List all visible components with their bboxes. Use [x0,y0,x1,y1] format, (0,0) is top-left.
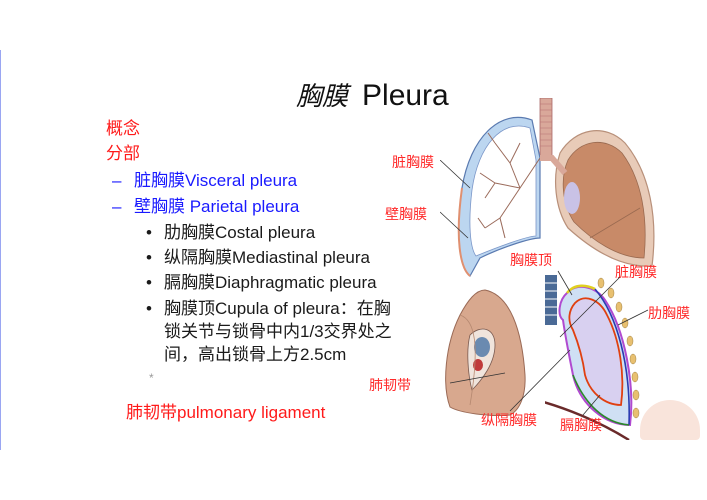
title-english: Pleura [362,79,449,112]
bullet-diaphragmatic: • 膈胸膜Diaphragmatic pleura [146,272,377,293]
label-diaphragmatic-pleura: 膈胸膜 [560,418,602,434]
bullet-costal: • 肋胸膜Costal pleura [146,222,315,243]
bullet-text: 肋胸膜Costal pleura [164,223,316,242]
bullet-cupula-line2: 锁关节与锁骨中内1/3交界处之 [164,322,392,341]
label-pulmonary-ligament: 肺韧带 [369,378,411,394]
dash-marker: – [112,197,122,216]
bullet-cupula-line3: 间，高出锁骨上方2.5cm [164,345,347,364]
label-leader-lines-bottom [449,270,649,416]
bullet-text: 膈胸膜Diaphragmatic pleura [164,273,377,292]
label-visceral-pleura-top: 脏胸膜 [392,155,434,171]
title-chinese: 胸膜 [296,82,349,112]
subsection-visceral: –脏胸膜Visceral pleura [112,170,297,191]
bullet-marker: • [146,223,152,242]
star-marker: * [149,371,154,385]
slide-title: 胸膜 Pleura [296,76,449,113]
bullet-text: 胸膜顶Cupula of pleura：在胸 [164,299,391,318]
subsection-text: 壁胸膜 Parietal pleura [134,197,300,216]
heading-concept: 概念 [106,119,140,138]
subsection-text: 脏胸膜Visceral pleura [134,171,298,190]
footer-note-pulmonary-ligament: 肺韧带pulmonary ligament [126,403,326,422]
watermark-seal [640,400,700,440]
bullet-cupula: • 胸膜顶Cupula of pleura：在胸 [146,298,391,319]
subsection-parietal: –壁胸膜 Parietal pleura [112,196,299,217]
label-visceral-pleura-bottom: 脏胸膜 [615,265,657,281]
bullet-marker: • [146,248,152,267]
label-mediastinal-pleura: 纵隔胸膜 [481,413,537,429]
bullet-marker: • [146,299,152,318]
label-cupula-pleura: 胸膜顶 [510,253,552,269]
slide-edge-line [0,50,1,450]
bullet-mediastinal: • 纵隔胸膜Mediastinal pleura [146,247,370,268]
label-parietal-pleura-top: 壁胸膜 [385,207,427,223]
heading-divisions: 分部 [106,144,140,163]
dash-marker: – [112,171,122,190]
lungs-pleura-illustration [457,98,655,277]
lung-medial-view-illustration [445,289,526,416]
label-costal-pleura: 肋胸膜 [648,306,690,322]
pleura-parts-diagram [545,275,640,440]
bullet-text: 纵隔胸膜Mediastinal pleura [164,248,370,267]
label-leader-lines-top [440,160,471,239]
bullet-marker: • [146,273,152,292]
